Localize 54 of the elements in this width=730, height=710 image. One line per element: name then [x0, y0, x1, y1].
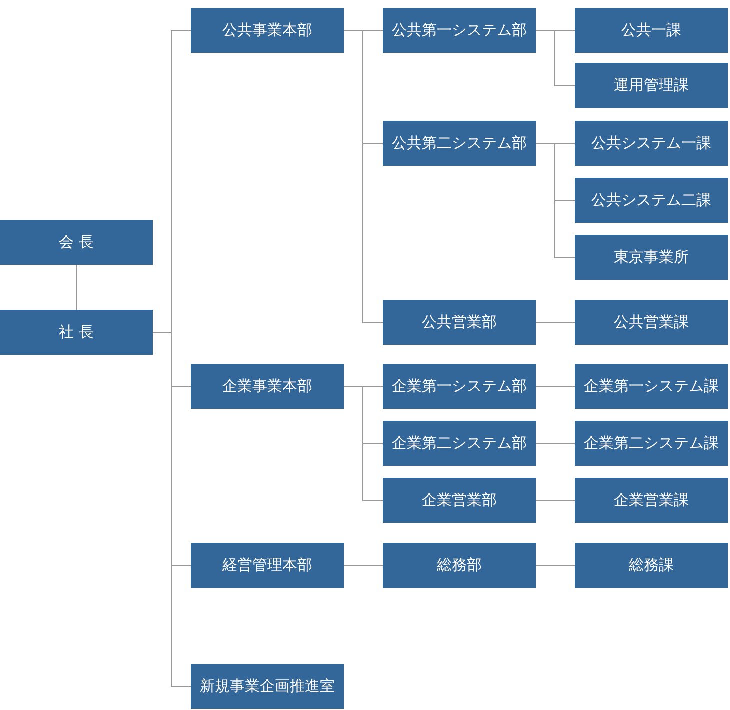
unit-name: 企業営業部 [422, 491, 497, 510]
org-unit-box [383, 421, 536, 466]
unit-name: 公共システム一課 [592, 134, 712, 153]
connector-line [344, 386, 384, 502]
org-unit-box [575, 121, 728, 166]
unit-name: 会 長 [59, 233, 94, 252]
unit-name: 公共営業課 [614, 313, 689, 332]
org-unit-box [191, 664, 344, 709]
org-unit-box [0, 220, 153, 265]
unit-name: 総務課 [629, 556, 674, 575]
unit-name: 公共第一システム部 [392, 21, 527, 40]
unit-name: 企業第二システム課 [584, 434, 719, 453]
org-unit-box [575, 364, 728, 409]
org-unit-box [575, 478, 728, 523]
org-unit-box [383, 8, 536, 53]
org-unit-box [383, 364, 536, 409]
org-unit-box [383, 543, 536, 588]
org-unit-box [383, 121, 536, 166]
unit-name: 社 長 [59, 323, 94, 342]
unit-name: 東京事業所 [614, 248, 689, 267]
org-unit-box [575, 543, 728, 588]
org-unit-box [383, 300, 536, 345]
unit-name: 新規事業企画推進室 [200, 677, 335, 696]
unit-name: 企業第二システム部 [392, 434, 527, 453]
connector-line [536, 322, 576, 324]
connector-line [76, 264, 77, 310]
connector-line [536, 500, 576, 502]
org-unit-box [575, 421, 728, 466]
org-unit-box [191, 364, 344, 409]
unit-name: 公共システム二課 [592, 191, 712, 210]
unit-name: 公共事業本部 [222, 21, 312, 40]
unit-name: 運用管理課 [614, 76, 689, 95]
org-unit-box [575, 63, 728, 108]
org-unit-box [383, 478, 536, 523]
unit-name: 企業第一システム課 [584, 377, 719, 396]
org-unit-box [191, 8, 344, 53]
unit-name: 公共営業部 [422, 313, 497, 332]
unit-name: 公共一課 [622, 21, 682, 40]
org-unit-box [575, 178, 728, 223]
org-unit-box [575, 235, 728, 280]
unit-name: 企業第一システム部 [392, 377, 527, 396]
connector-line [536, 386, 576, 388]
connector-line [536, 30, 576, 86]
unit-name: 経営管理本部 [222, 556, 312, 575]
org-unit-box [575, 300, 728, 345]
org-unit-box [575, 8, 728, 53]
connector-line [536, 144, 576, 258]
unit-name: 企業営業課 [614, 491, 689, 510]
connector-line [344, 30, 384, 324]
org-unit-box [0, 310, 153, 355]
unit-name: 企業事業本部 [222, 377, 312, 396]
unit-name: 総務部 [437, 556, 482, 575]
unit-name: 公共第二システム部 [392, 134, 527, 153]
org-unit-box [191, 543, 344, 588]
